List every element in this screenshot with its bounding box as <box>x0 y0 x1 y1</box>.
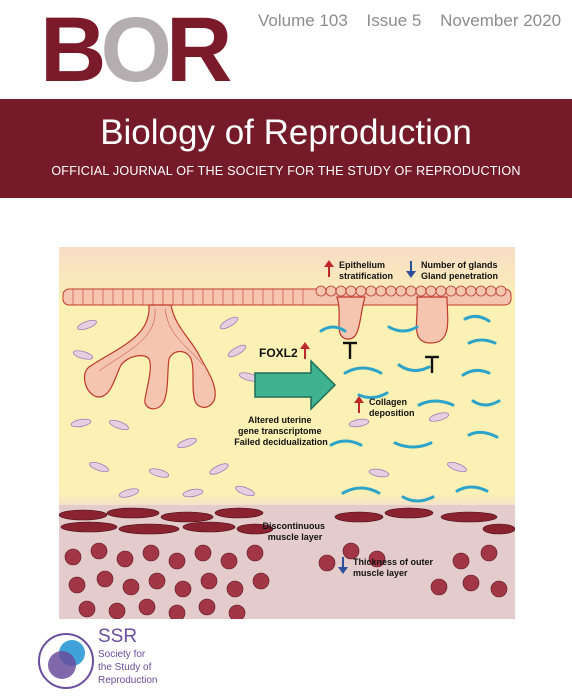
uterine-glands <box>84 304 216 410</box>
logo-r: R <box>166 0 232 101</box>
caption-line-1: Altered uterine <box>248 415 312 425</box>
submucosa-band <box>59 505 515 619</box>
epithelium-label-1: Epithelium <box>339 260 385 270</box>
ssr-name-line-3: Reproduction <box>98 675 158 686</box>
journal-logo: BOR <box>40 4 233 96</box>
foxl2-label: FOXL2 <box>259 346 298 360</box>
gland-cells <box>98 308 204 372</box>
discontinuous-label-1: Discontinuous <box>262 521 325 531</box>
ssr-logo <box>38 633 94 689</box>
svg-text:Number of glands Gland pen: Number of glands Gland penetration <box>421 260 500 281</box>
outer-muscle-layer <box>64 542 508 619</box>
ssr-name-line-1: Society for <box>98 649 146 660</box>
svg-text:Collagen deposition: Collagen deposition <box>369 397 415 418</box>
logo-o: O <box>100 0 172 101</box>
epithelium-cells <box>72 289 304 305</box>
stratified-epithelium <box>315 285 507 297</box>
journal-title: Biology of Reproduction <box>100 113 472 152</box>
ssr-text: SSR Society for the Study of Reproductio… <box>98 626 158 687</box>
caption-line-3: Failed decidualization <box>234 437 328 447</box>
svg-text:Thickness of outer muscle: Thickness of outer muscle layer <box>353 557 436 578</box>
volume-label: Volume 103 <box>258 11 348 30</box>
svg-text:Altered uterine gene trans: Altered uterine gene transcriptome Faile… <box>234 415 328 447</box>
foxl2-arrow <box>254 359 337 411</box>
logo-b: B <box>40 0 106 101</box>
svg-text:Epithelium stratification: Epithelium stratification <box>339 260 393 281</box>
glands-label-2: Gland penetration <box>421 271 498 281</box>
svg-text:Discontinuous muscle layer: Discontinuous muscle layer <box>262 521 327 542</box>
issue-label: Issue 5 <box>366 11 422 30</box>
thickness-label-1: Thickness of outer <box>353 557 434 567</box>
ssr-name-line-2: the Study of <box>98 662 152 673</box>
date-label: November 2020 <box>440 11 562 30</box>
glands-label-1: Number of glands <box>421 260 498 270</box>
ssr-abbreviation: SSR <box>98 626 138 647</box>
discontinuous-label-2: muscle layer <box>268 532 323 542</box>
journal-subtitle: OFFICIAL JOURNAL OF THE SOCIETY FOR THE … <box>51 164 521 178</box>
collagen-label-2: deposition <box>369 408 415 418</box>
epithelium-label-2: stratification <box>339 271 393 281</box>
inner-muscle-layer <box>59 507 515 535</box>
caption-line-2: gene transcriptome <box>238 426 322 436</box>
cover-illustration: FOXL2 Altered uterine gene transcriptome… <box>59 247 515 619</box>
thickness-label-2: muscle layer <box>353 568 408 578</box>
inhibition-symbols <box>343 341 439 373</box>
issue-info: Volume 103 Issue 5 November 2020 <box>258 11 572 31</box>
title-banner: Biology of Reproduction OFFICIAL JOURNAL… <box>0 99 572 198</box>
collagen-label-1: Collagen <box>369 397 407 407</box>
collagen-fibers <box>319 314 501 503</box>
shallow-glands <box>336 296 449 344</box>
stromal-cells <box>70 316 467 498</box>
